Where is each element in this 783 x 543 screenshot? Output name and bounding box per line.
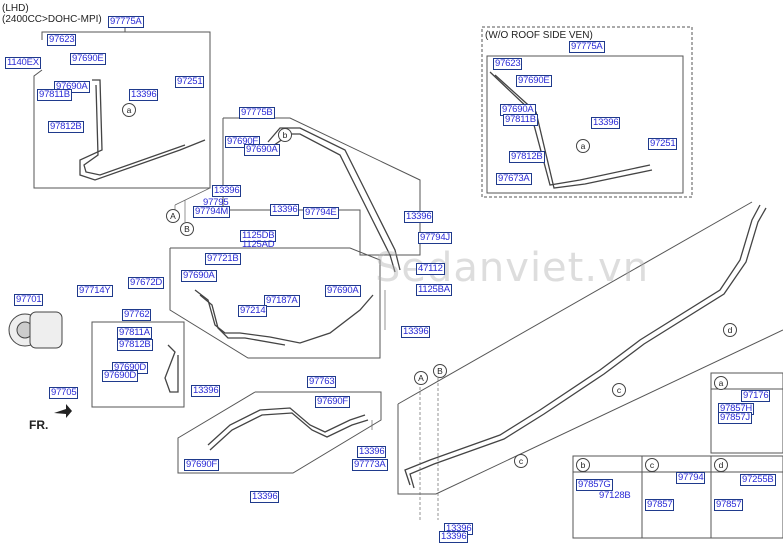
part-label-97775A[interactable]: 97775A [569, 41, 605, 53]
part-label-97690F[interactable]: 97690F [184, 459, 220, 471]
frame-97773A [397, 329, 783, 495]
part-label-97690E[interactable]: 97690E [70, 53, 106, 65]
detail-box-a [710, 372, 783, 454]
part-label-97673A[interactable]: 97673A [496, 173, 532, 185]
part-label-97690D[interactable]: 97690D [102, 370, 139, 382]
part-label-97251[interactable]: 97251 [648, 138, 678, 150]
part-label-97255B[interactable]: 97255B [740, 474, 776, 486]
callout-b[interactable]: b [278, 128, 292, 142]
part-label-97794M[interactable]: 97794M [193, 206, 231, 218]
part-label-13396[interactable]: 13396 [591, 117, 621, 129]
callout-c[interactable]: c [514, 454, 528, 468]
callout-A[interactable]: A [414, 371, 428, 385]
callout-d[interactable]: d [723, 323, 737, 337]
frame-97762 [91, 321, 185, 408]
part-label-97812B[interactable]: 97812B [117, 339, 153, 351]
part-label-97690F[interactable]: 97690F [315, 396, 351, 408]
part-label-13396[interactable]: 13396 [404, 211, 434, 223]
callout-A[interactable]: A [166, 209, 180, 223]
part-label-97763[interactable]: 97763 [307, 376, 337, 388]
part-label-97187A[interactable]: 97187A [264, 295, 300, 307]
part-label-13396[interactable]: 13396 [191, 385, 221, 397]
part-label-97857[interactable]: 97857 [714, 499, 744, 511]
part-label-97690A[interactable]: 97690A [325, 285, 361, 297]
part-label-13396[interactable]: 13396 [129, 89, 159, 101]
part-label-1125AD[interactable]: 1125AD [242, 239, 275, 250]
part-label-97176[interactable]: 97176 [741, 390, 771, 402]
callout-B[interactable]: B [180, 222, 194, 236]
part-label-97672D[interactable]: 97672D [128, 277, 165, 289]
part-label-97857J[interactable]: 97857J [718, 412, 752, 424]
detail-header-b: b [576, 458, 590, 472]
part-label-97721B[interactable]: 97721B [205, 253, 241, 265]
part-label-1125DB[interactable]: 1125DB [240, 230, 277, 242]
front-arrow-shape [54, 404, 72, 418]
part-label-97714Y[interactable]: 97714Y [77, 285, 113, 297]
note-engine: (2400CC>DOHC-MPI) [2, 14, 102, 25]
part-label-97857G[interactable]: 97857G [576, 479, 613, 491]
note-lhd: (LHD) [2, 3, 29, 14]
part-label-97251[interactable]: 97251 [175, 76, 205, 88]
detail-header-a: a [714, 376, 728, 390]
part-label-97811B[interactable]: 97811B [503, 114, 538, 126]
part-label-97690E[interactable]: 97690E [516, 75, 552, 87]
detail-box-d [710, 455, 783, 539]
note-variant: (W/O ROOF SIDE VEN) [485, 30, 593, 41]
part-label-1125BA[interactable]: 1125BA [416, 284, 452, 296]
detail-header-c: c [645, 458, 659, 472]
part-label-1140EX[interactable]: 1140EX [5, 57, 41, 69]
part-label-13396[interactable]: 13396 [401, 326, 431, 338]
part-label-97811A[interactable]: 97811A [117, 327, 152, 339]
part-label-97812B[interactable]: 97812B [48, 121, 84, 133]
part-label-13396[interactable]: 13396 [250, 491, 280, 503]
part-label-97762[interactable]: 97762 [122, 309, 152, 321]
part-label-47112[interactable]: 47112 [416, 263, 445, 275]
callout-a[interactable]: a [576, 139, 590, 153]
part-label-97811B[interactable]: 97811B [37, 89, 72, 101]
compressor-drawing [8, 311, 63, 349]
part-label-97857[interactable]: 97857 [645, 499, 675, 511]
part-label-97795[interactable]: 97795 [203, 197, 229, 208]
part-label-97128B[interactable]: 97128B [599, 490, 631, 501]
part-label-97794[interactable]: 97794 [676, 472, 706, 484]
frame-97763 [177, 391, 382, 474]
part-label-97794E[interactable]: 97794E [303, 207, 339, 219]
part-label-13396[interactable]: 13396 [439, 531, 469, 543]
part-label-97794J[interactable]: 97794J [418, 232, 452, 244]
part-label-97690A[interactable]: 97690A [244, 144, 280, 156]
part-label-97701[interactable]: 97701 [14, 294, 44, 306]
frame-variant [481, 26, 693, 198]
callout-a[interactable]: a [122, 103, 136, 117]
front-indicator: FR. [29, 418, 49, 432]
part-label-97705[interactable]: 97705 [49, 387, 79, 399]
detail-header-d: d [714, 458, 728, 472]
part-label-97623[interactable]: 97623 [493, 58, 523, 70]
frame-97672D [169, 247, 381, 359]
part-label-97773A[interactable]: 97773A [352, 459, 388, 471]
callout-B[interactable]: B [433, 364, 447, 378]
callout-c[interactable]: c [612, 383, 626, 397]
part-label-97775A[interactable]: 97775A [108, 16, 144, 28]
part-label-13396[interactable]: 13396 [212, 185, 242, 197]
watermark-right: viet.vn [505, 245, 650, 291]
part-label-97812B[interactable]: 97812B [509, 151, 545, 163]
part-label-13396[interactable]: 13396 [270, 204, 300, 216]
part-label-97623[interactable]: 97623 [47, 34, 77, 46]
part-label-97690A[interactable]: 97690A [181, 270, 217, 282]
part-label-97775B[interactable]: 97775B [239, 107, 275, 119]
part-label-97214[interactable]: 97214 [238, 305, 268, 317]
part-label-13396[interactable]: 13396 [357, 446, 387, 458]
